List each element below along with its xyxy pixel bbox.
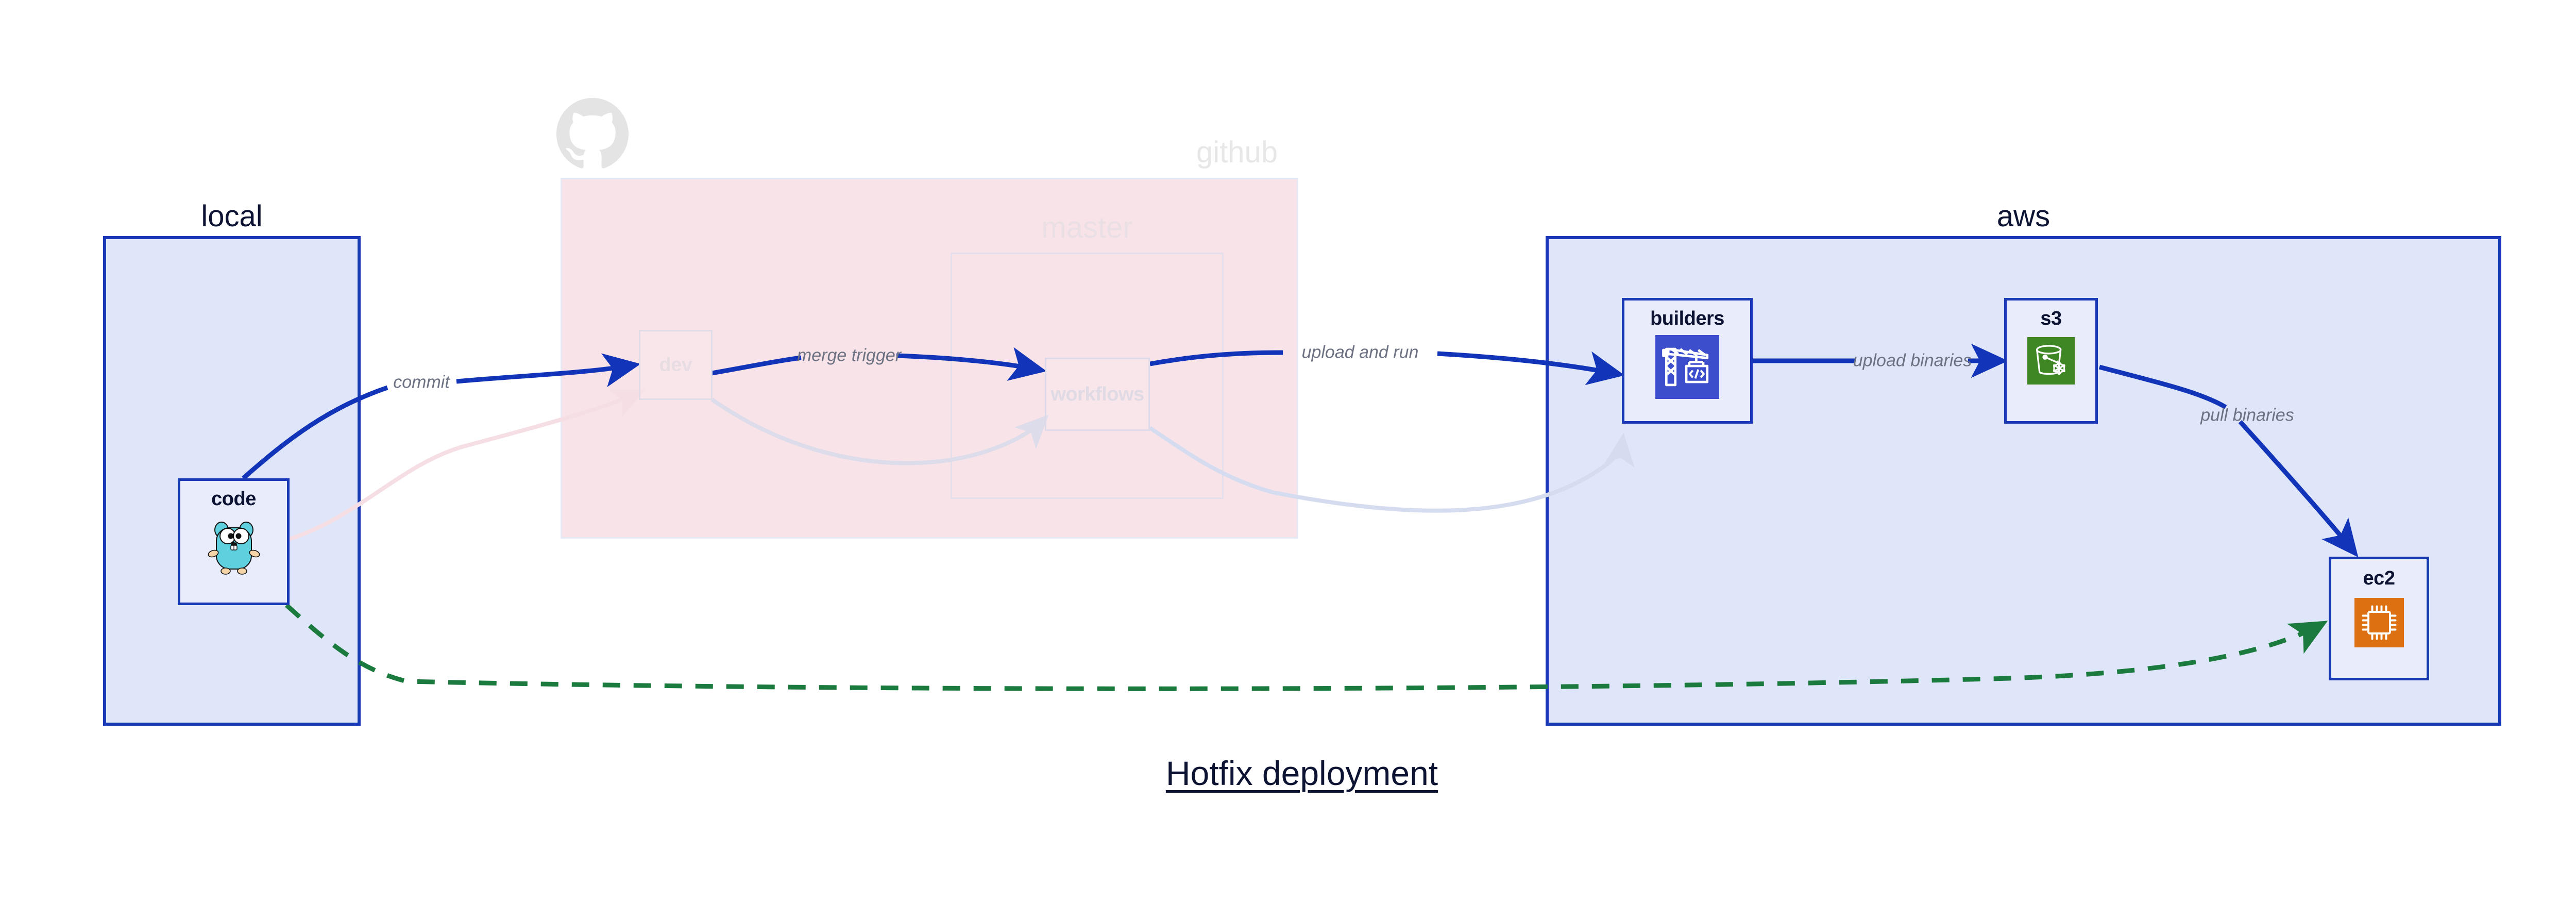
edge-dev-workflows-faded [710, 397, 1049, 465]
node-label-code: code [211, 488, 256, 510]
node-s3[interactable]: s3 [2004, 298, 2098, 424]
edge-commit-b [456, 353, 641, 388]
node-workflows[interactable]: workflows [1045, 358, 1150, 431]
node-label-builders: builders [1650, 308, 1724, 329]
node-label-workflows: workflows [1050, 383, 1144, 405]
node-code[interactable]: code [178, 478, 290, 605]
edge-label-commit: commit [393, 372, 450, 392]
edge-label-pull-binaries: pull binaries [2200, 405, 2294, 425]
node-label-ec2: ec2 [2363, 567, 2395, 589]
go-gopher-icon [203, 514, 265, 580]
edge-code-ec2-dashed [284, 603, 2328, 691]
diagram-title: Hotfix deployment [1165, 754, 1438, 792]
edge-label-merge-trigger: merge trigger [796, 345, 902, 365]
edge-upload-and-run-b [1437, 351, 1625, 386]
node-builders[interactable]: builders [1622, 298, 1753, 424]
node-label-dev: dev [659, 354, 692, 376]
edge-pull-binaries [2098, 364, 2227, 409]
edge-pull-binaries-b [2238, 420, 2359, 558]
node-ec2[interactable]: ec2 [2329, 557, 2429, 680]
edge-label-upload-and-run: upload and run [1301, 342, 1419, 362]
s3-bucket-icon [2027, 337, 2075, 385]
group-label-aws: aws [1996, 199, 2050, 233]
github-octocat-icon [556, 98, 629, 170]
edge-upload-and-run [1149, 350, 1283, 366]
edge-commit [242, 385, 388, 480]
edge-merge-trigger-b [896, 347, 1047, 381]
group-label-master: master [1041, 211, 1133, 244]
node-dev[interactable]: dev [639, 330, 713, 400]
group-label-github: github [1196, 136, 1278, 169]
group-box-master [951, 253, 1224, 499]
node-label-s3: s3 [2040, 308, 2062, 329]
edge-merge-trigger [711, 355, 802, 376]
edge-code-dev-faded [289, 389, 646, 541]
edge-label-upload-binaries: upload binaries [1853, 350, 1972, 371]
crane-code-icon [1655, 335, 1719, 399]
group-label-local: local [201, 199, 263, 233]
edge-workflows-builders-faded [1148, 426, 1635, 513]
cpu-chip-icon [2354, 598, 2404, 647]
